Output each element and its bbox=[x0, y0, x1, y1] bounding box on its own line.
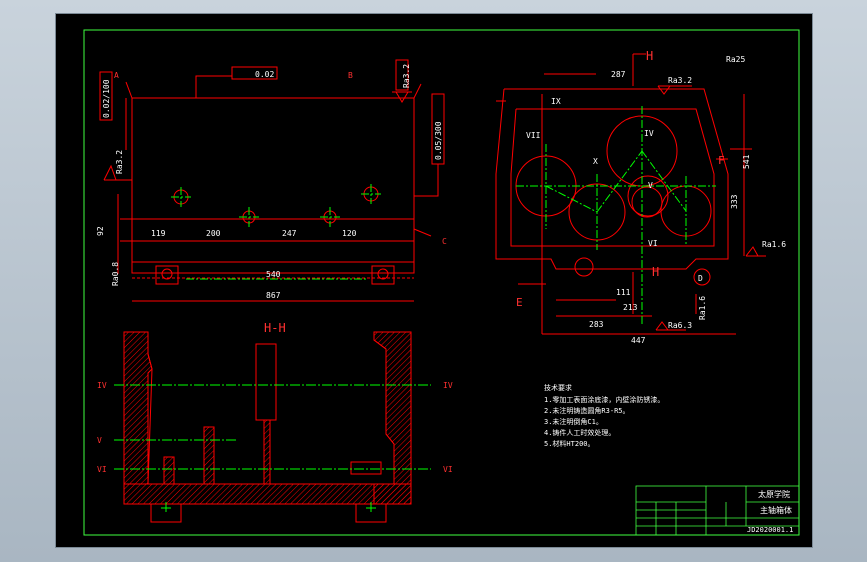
section-label-iv-right: IV bbox=[443, 381, 453, 390]
section-label-vi-right: VI bbox=[443, 465, 453, 474]
label-ix: IX bbox=[551, 97, 561, 106]
side-datum-d: D bbox=[698, 274, 703, 283]
dim-247: 247 bbox=[282, 229, 297, 238]
cad-drawing: A B C 0.02/100 0.05/300 0.02 Ra3.2 Ra3.2… bbox=[83, 29, 800, 536]
label-c: C bbox=[442, 237, 447, 246]
label-a: A bbox=[114, 71, 119, 80]
tech-note-4: 4.铸件人工时效处理。 bbox=[544, 428, 615, 437]
section-h-bottom: H bbox=[652, 265, 659, 279]
dim-119: 119 bbox=[151, 229, 166, 238]
label-x: X bbox=[593, 157, 598, 166]
label-vii: VII bbox=[526, 131, 541, 140]
parallelism-value: 0.02 bbox=[255, 70, 274, 79]
section-view-text: H-H IV IV V VI VI bbox=[97, 321, 453, 474]
roughness-top: Ra3.2 bbox=[402, 64, 411, 88]
dim-867: 867 bbox=[266, 291, 281, 300]
side-roughness-bottom: Ra6.3 bbox=[668, 321, 692, 330]
tech-note-3: 3.未注明倒角C1。 bbox=[544, 417, 603, 426]
cad-viewport[interactable]: A B C 0.02/100 0.05/300 0.02 Ra3.2 Ra3.2… bbox=[55, 13, 813, 548]
dim-120: 120 bbox=[342, 229, 357, 238]
part-name: 主轴箱体 bbox=[760, 505, 792, 515]
section-title: H-H bbox=[264, 321, 286, 335]
side-body-outline bbox=[495, 88, 729, 270]
title-block-text: 太原学院 主轴箱体 JD2020001.1 bbox=[747, 489, 793, 534]
roughness-left: Ra3.2 bbox=[115, 150, 124, 174]
label-iv: IV bbox=[644, 129, 654, 138]
side-roughness-right: Ra1.6 bbox=[762, 240, 786, 249]
tech-note-5: 5.材料HT200。 bbox=[544, 439, 595, 448]
front-view bbox=[99, 59, 445, 302]
dim-540: 540 bbox=[266, 270, 281, 279]
dim-92: 92 bbox=[96, 226, 105, 236]
side-dim-283: 283 bbox=[589, 320, 604, 329]
section-label-iv-left: IV bbox=[97, 381, 107, 390]
side-roughness-d: Ra1.6 bbox=[698, 296, 707, 320]
side-roughness-tag: Ra25 bbox=[726, 55, 745, 64]
front-body-outline bbox=[131, 97, 415, 274]
tech-note-1: 1.零加工表面涂底漆，内壁涂防锈漆。 bbox=[544, 395, 664, 404]
section-view bbox=[114, 331, 431, 523]
section-label-vi-left: VI bbox=[97, 465, 107, 474]
side-view-text: H H E F VII IX IV VI V X Ra3.2 Ra25 287 … bbox=[516, 49, 786, 345]
tech-note-2: 2.未注明铸造圆角R3-R5。 bbox=[544, 406, 630, 415]
drawing-border bbox=[83, 29, 800, 536]
side-dim-111: 111 bbox=[616, 288, 631, 297]
label-v: V bbox=[648, 181, 653, 190]
datum-circle bbox=[693, 268, 711, 286]
section-h-top: H bbox=[646, 49, 653, 63]
side-dim-213: 213 bbox=[623, 303, 638, 312]
flatness-2: 0.05/300 bbox=[434, 121, 443, 160]
dim-200: 200 bbox=[206, 229, 221, 238]
side-dim-447: 447 bbox=[631, 336, 646, 345]
label-vi: VI bbox=[648, 239, 658, 248]
front-view-text: A B C 0.02/100 0.05/300 0.02 Ra3.2 Ra3.2… bbox=[96, 64, 447, 300]
bore-sleeve bbox=[255, 343, 277, 421]
side-dim-333: 333 bbox=[730, 194, 739, 209]
side-view bbox=[495, 53, 766, 335]
side-dim-287: 287 bbox=[611, 70, 626, 79]
tech-notes-title: 技术要求 bbox=[544, 383, 572, 392]
foot-left bbox=[155, 265, 179, 285]
tech-notes: 技术要求 1.零加工表面涂底漆，内壁涂防锈漆。 2.未注明铸造圆角R3-R5。 … bbox=[544, 383, 664, 448]
oil-plug-v bbox=[574, 257, 594, 277]
drawing-code: JD2020001.1 bbox=[747, 526, 793, 534]
flatness-1: 0.02/100 bbox=[102, 79, 111, 118]
side-dim-541: 541 bbox=[742, 154, 751, 169]
roughness-base: Ra0.8 bbox=[111, 262, 120, 286]
school-name: 太原学院 bbox=[758, 489, 790, 499]
label-b: B bbox=[348, 71, 353, 80]
label-e: E bbox=[516, 296, 523, 309]
side-roughness-top: Ra3.2 bbox=[668, 76, 692, 85]
foot-right bbox=[371, 265, 395, 285]
title-block bbox=[635, 485, 800, 536]
label-f: F bbox=[718, 154, 725, 167]
section-label-v: V bbox=[97, 436, 102, 445]
